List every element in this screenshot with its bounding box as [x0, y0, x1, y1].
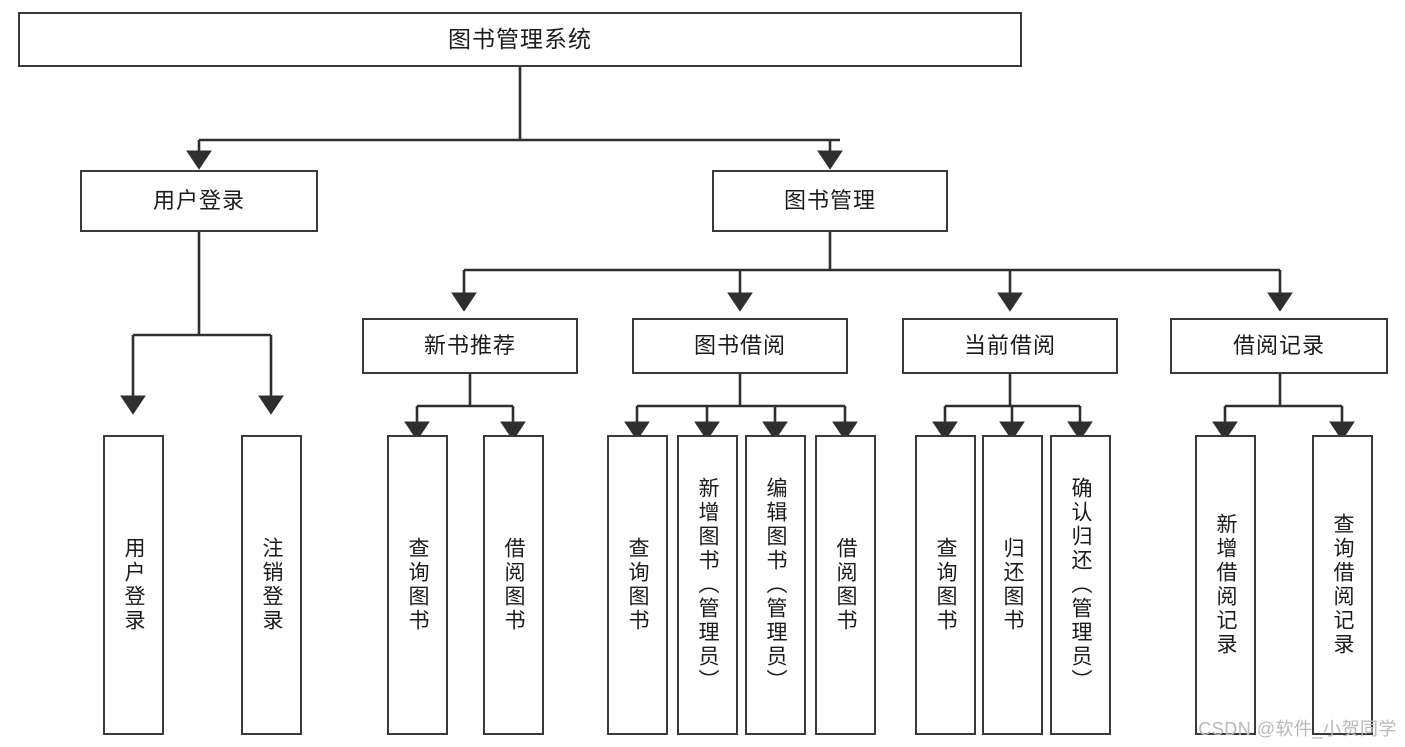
node-label: 查询借阅记录 [1331, 513, 1354, 657]
node-leaf-borrow-book-1[interactable]: 借阅图书 [483, 435, 544, 735]
node-user-login[interactable]: 用户登录 [80, 170, 318, 232]
node-label: 图书管理 [783, 187, 876, 213]
node-label: 查询图书 [626, 537, 649, 633]
node-current-borrow[interactable]: 当前借阅 [902, 318, 1118, 374]
node-root-system[interactable]: 图书管理系统 [18, 12, 1022, 67]
node-label: 图书管理系统 [448, 25, 592, 52]
node-label: 新增图书（管理员） [696, 477, 719, 693]
node-leaf-query-book-2[interactable]: 查询图书 [607, 435, 668, 735]
node-label: 图书借阅 [693, 332, 786, 358]
node-book-management[interactable]: 图书管理 [712, 170, 948, 232]
node-label: 编辑图书（管理员） [764, 477, 787, 693]
node-label: 新书推荐 [423, 332, 516, 358]
node-label: 注销登录 [260, 537, 283, 633]
node-label: 确认归还（管理员） [1069, 477, 1092, 693]
node-leaf-return-book[interactable]: 归还图书 [982, 435, 1043, 735]
node-label: 借阅记录 [1232, 332, 1325, 358]
node-leaf-query-book-1[interactable]: 查询图书 [387, 435, 448, 735]
node-label: 借阅图书 [834, 537, 857, 633]
node-label: 用户登录 [122, 537, 145, 633]
node-leaf-confirm-return-admin[interactable]: 确认归还（管理员） [1050, 435, 1111, 735]
node-label: 查询图书 [406, 537, 429, 633]
node-label: 借阅图书 [502, 537, 525, 633]
node-leaf-query-book-3[interactable]: 查询图书 [915, 435, 976, 735]
node-leaf-logout-login[interactable]: 注销登录 [241, 435, 302, 735]
node-label: 新增借阅记录 [1214, 513, 1237, 657]
node-label: 归还图书 [1001, 537, 1024, 633]
node-leaf-add-borrow-record[interactable]: 新增借阅记录 [1195, 435, 1256, 735]
node-leaf-borrow-book-2[interactable]: 借阅图书 [815, 435, 876, 735]
node-label: 用户登录 [152, 187, 245, 213]
node-book-borrow[interactable]: 图书借阅 [632, 318, 848, 374]
node-new-book-recommend[interactable]: 新书推荐 [362, 318, 578, 374]
node-borrow-record[interactable]: 借阅记录 [1170, 318, 1388, 374]
node-label: 当前借阅 [963, 332, 1056, 358]
node-leaf-query-borrow-record[interactable]: 查询借阅记录 [1312, 435, 1373, 735]
node-leaf-add-book-admin[interactable]: 新增图书（管理员） [677, 435, 738, 735]
node-label: 查询图书 [934, 537, 957, 633]
node-leaf-edit-book-admin[interactable]: 编辑图书（管理员） [745, 435, 806, 735]
node-leaf-user-login[interactable]: 用户登录 [103, 435, 164, 735]
